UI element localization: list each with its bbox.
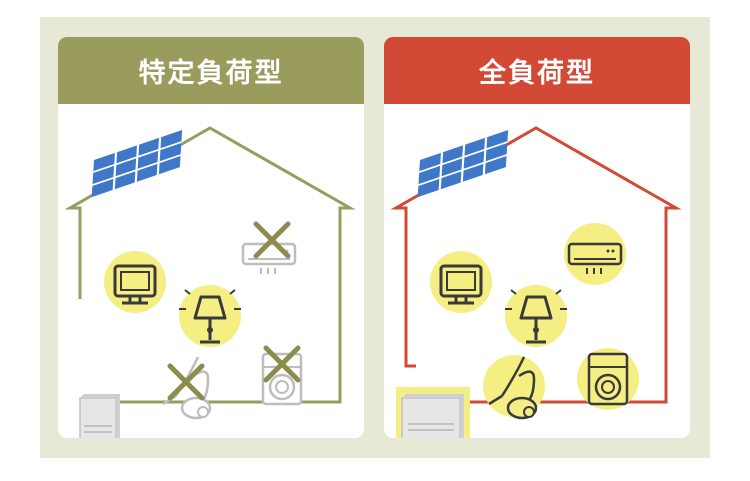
house-illustration xyxy=(64,126,356,438)
solar-panel-icon xyxy=(91,130,183,198)
air-conditioner-icon xyxy=(564,223,626,285)
vacuum-cleaner-icon xyxy=(483,355,545,420)
air-conditioner-icon xyxy=(241,242,297,274)
tv-icon xyxy=(430,251,492,313)
panel-full-load: 全負荷型 xyxy=(384,37,690,438)
cross-mark-icon xyxy=(263,345,301,383)
panel-title: 特定負荷型 xyxy=(58,37,364,104)
panel-title: 全負荷型 xyxy=(384,37,690,104)
vacuum-cleaner-icon xyxy=(162,356,212,420)
washing-machine-icon xyxy=(577,348,639,410)
battery-icon xyxy=(396,387,470,438)
house-illustration xyxy=(390,126,682,438)
panel-specific-load: 特定負荷型 xyxy=(58,37,364,438)
solar-panel-icon xyxy=(417,130,509,198)
tv-icon xyxy=(104,251,166,313)
lamp-icon xyxy=(505,285,567,347)
cross-mark-icon xyxy=(167,363,205,401)
cross-mark-icon xyxy=(253,221,291,259)
battery-icon xyxy=(79,394,120,438)
lamp-icon xyxy=(179,285,241,347)
